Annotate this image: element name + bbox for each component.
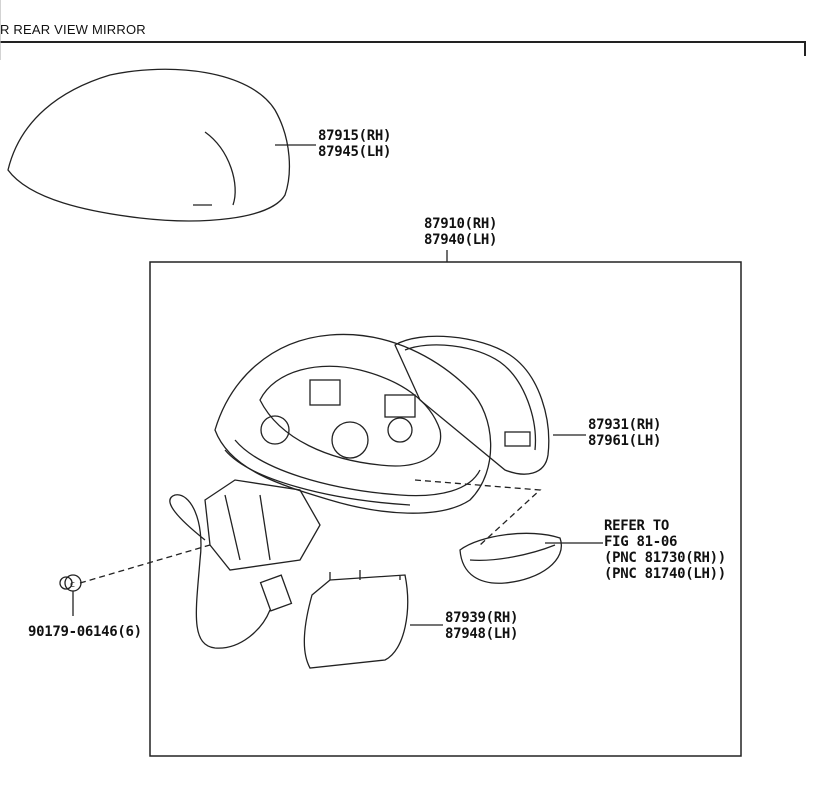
label-mirror: 87931(RH)87961(LH) xyxy=(588,417,661,449)
part-number-lh: 87961(LH) xyxy=(588,433,662,449)
ref-line: FIG 81-06 xyxy=(604,534,678,550)
ref-line: (PNC 81730(RH)) xyxy=(604,550,726,566)
label-cover: 87915(RH)87945(LH) xyxy=(318,128,391,160)
mirror-glass-drawing xyxy=(394,335,550,475)
mirror-cover-drawing xyxy=(7,68,291,222)
label-clip: 90179-06146(6) xyxy=(28,624,142,640)
part-number-rh: 87939(RH) xyxy=(445,610,519,626)
part-number-rh: 87915(RH) xyxy=(318,128,392,144)
ref-line: REFER TO xyxy=(604,518,670,534)
part-number-rh: 87910(RH) xyxy=(424,216,498,232)
part-number-rh: 87931(RH) xyxy=(588,417,662,433)
lower-cover-drawing xyxy=(303,570,409,669)
part-number-lh: 87945(LH) xyxy=(318,144,392,160)
header-rule xyxy=(0,41,806,56)
ref-line: (PNC 81740(LH)) xyxy=(604,566,726,582)
clip-drawing: c xyxy=(59,574,82,592)
part-number-lh: 87940(LH) xyxy=(424,232,498,248)
mirror-housing-drawing xyxy=(169,333,492,649)
svg-text:c: c xyxy=(70,580,75,590)
diagram-title: R REAR VIEW MIRROR xyxy=(0,22,146,37)
part-number-lh: 87948(LH) xyxy=(445,626,519,642)
assembly-box xyxy=(149,261,742,757)
turn-lamp-drawing xyxy=(459,532,562,584)
label-assembly: 87910(RH)87940(LH) xyxy=(424,216,497,248)
label-lower-cover: 87939(RH)87948(LH) xyxy=(445,610,518,642)
